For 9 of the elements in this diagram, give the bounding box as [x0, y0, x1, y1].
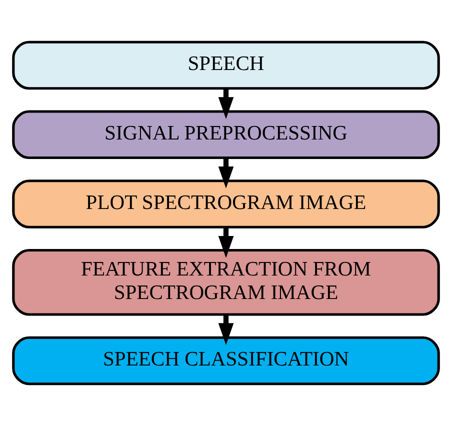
- arrow: [218, 226, 234, 258]
- node-box: SPEECH: [12, 40, 440, 90]
- node-box: SIGNAL PREPROCESSING: [12, 110, 440, 159]
- node-box: PLOT SPECTROGRAM IMAGE: [12, 179, 440, 228]
- arrow: [218, 157, 234, 188]
- arrow: [218, 314, 234, 345]
- node-box: SPEECH CLASSIFICATION: [12, 336, 440, 385]
- arrow: [218, 88, 234, 118]
- node-box: FEATURE EXTRACTION FROM SPECTROGRAM IMAGE: [12, 248, 440, 316]
